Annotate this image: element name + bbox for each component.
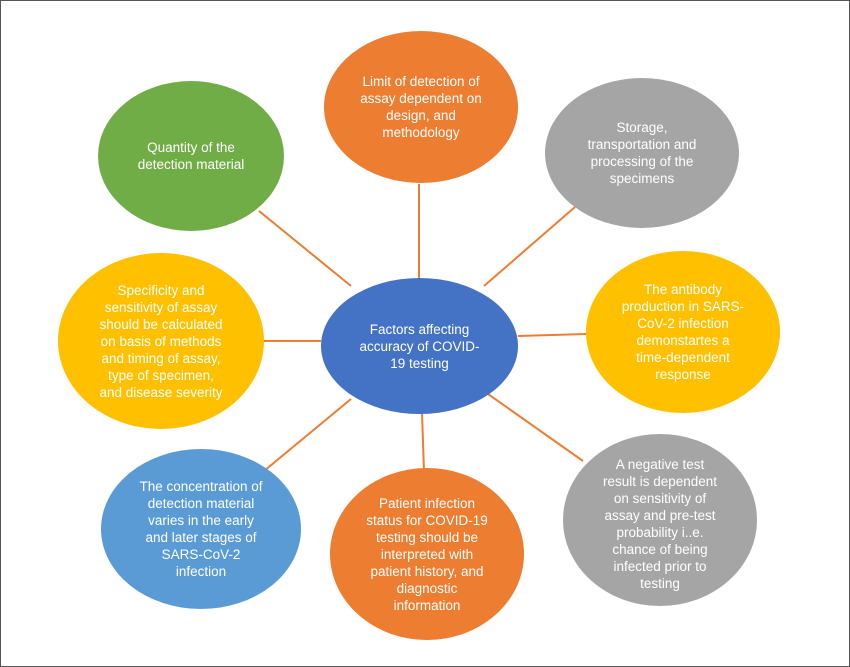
central-topic: Factors affecting accuracy of COVID- 19 … bbox=[321, 278, 518, 414]
factor-text: Storage, transportation and processing o… bbox=[587, 120, 697, 186]
factor-concentration-detection-material: The concentration of detection material … bbox=[101, 449, 301, 609]
factor-text: The antibody production in SARS- CoV-2 i… bbox=[621, 282, 745, 382]
factor-text: Limit of detection of assay dependent on… bbox=[360, 74, 482, 140]
factor-patient-infection-status: Patient infection status for COVID-19 te… bbox=[330, 468, 524, 640]
connector-bottom-right bbox=[487, 393, 584, 462]
factor-negative-test-result: A negative test result is dependent on s… bbox=[563, 434, 757, 606]
connector-bottom-left bbox=[263, 398, 352, 472]
central-topic-text: Factors affecting accuracy of COVID- 19 … bbox=[359, 321, 480, 371]
connector-top-left bbox=[258, 210, 352, 287]
factor-text: Quantity of the detection material bbox=[137, 140, 245, 172]
factor-limit-of-detection: Limit of detection of assay dependent on… bbox=[324, 31, 518, 183]
factor-storage-transport: Storage, transportation and processing o… bbox=[545, 78, 739, 228]
factor-quantity-detection-material: Quantity of the detection material bbox=[98, 81, 284, 231]
factor-specificity-sensitivity: Specificity and sensitivity of assay sho… bbox=[58, 253, 264, 429]
connector-bottom bbox=[421, 412, 425, 472]
factor-text: Patient infection status for COVID-19 te… bbox=[366, 495, 488, 613]
factor-text: Specificity and sensitivity of assay sho… bbox=[99, 282, 223, 400]
connector-top-right bbox=[483, 206, 576, 287]
factor-text: The concentration of detection material … bbox=[139, 479, 263, 579]
factor-text: A negative test result is dependent on s… bbox=[602, 457, 718, 591]
factor-antibody-production: The antibody production in SARS- CoV-2 i… bbox=[586, 251, 780, 413]
connector-right bbox=[517, 333, 587, 337]
